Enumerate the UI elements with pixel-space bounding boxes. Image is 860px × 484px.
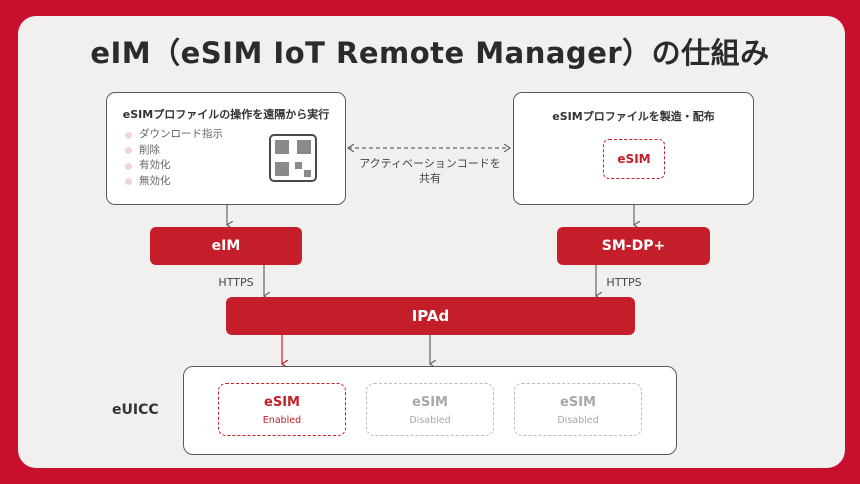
slot-name: eSIM xyxy=(560,395,596,410)
list-item: 削除 xyxy=(125,143,223,159)
ipad-block: IPAd xyxy=(226,297,635,335)
list-item: 無効化 xyxy=(125,174,223,190)
remote-operation-box: eSIMプロファイルの操作を遠隔から実行 ダウンロード指示 削除 有効化 無効化 xyxy=(106,92,346,205)
page-title: eIM（eSIM IoT Remote Manager）の仕組み xyxy=(90,36,770,70)
https-left-label: HTTPS xyxy=(218,276,254,289)
list-item: ダウンロード指示 xyxy=(125,127,223,143)
manufacture-title: eSIMプロファイルを製造・配布 xyxy=(552,110,715,123)
share-label-line2: 共有 xyxy=(419,172,441,185)
esim-slot-disabled: eSIM Disabled xyxy=(514,383,642,436)
esim-slot-disabled: eSIM Disabled xyxy=(366,383,494,436)
slot-status: Disabled xyxy=(557,415,599,426)
share-label-line1: アクティベーションコードを xyxy=(359,157,501,170)
share-label: アクティベーションコードを 共有 xyxy=(345,156,515,186)
remote-operation-title: eSIMプロファイルの操作を遠隔から実行 xyxy=(122,108,330,121)
slot-name: eSIM xyxy=(412,395,448,410)
smdp-block: SM-DP+ xyxy=(557,227,710,265)
slot-status: Disabled xyxy=(409,415,451,426)
https-right-label: HTTPS xyxy=(606,276,642,289)
esim-profile-tag: eSIM xyxy=(603,139,665,179)
manufacture-box: eSIMプロファイルを製造・配布 eSIM xyxy=(513,92,754,205)
eim-block: eIM xyxy=(150,227,302,265)
euicc-box xyxy=(183,366,677,455)
operation-list: ダウンロード指示 削除 有効化 無効化 xyxy=(125,127,223,189)
slot-status: Enabled xyxy=(262,415,302,426)
list-item: 有効化 xyxy=(125,158,223,174)
euicc-label: eUICC xyxy=(112,402,159,418)
esim-slot-enabled: eSIM Enabled xyxy=(218,383,346,436)
slot-name: eSIM xyxy=(264,395,300,410)
qr-code-icon xyxy=(269,134,317,182)
